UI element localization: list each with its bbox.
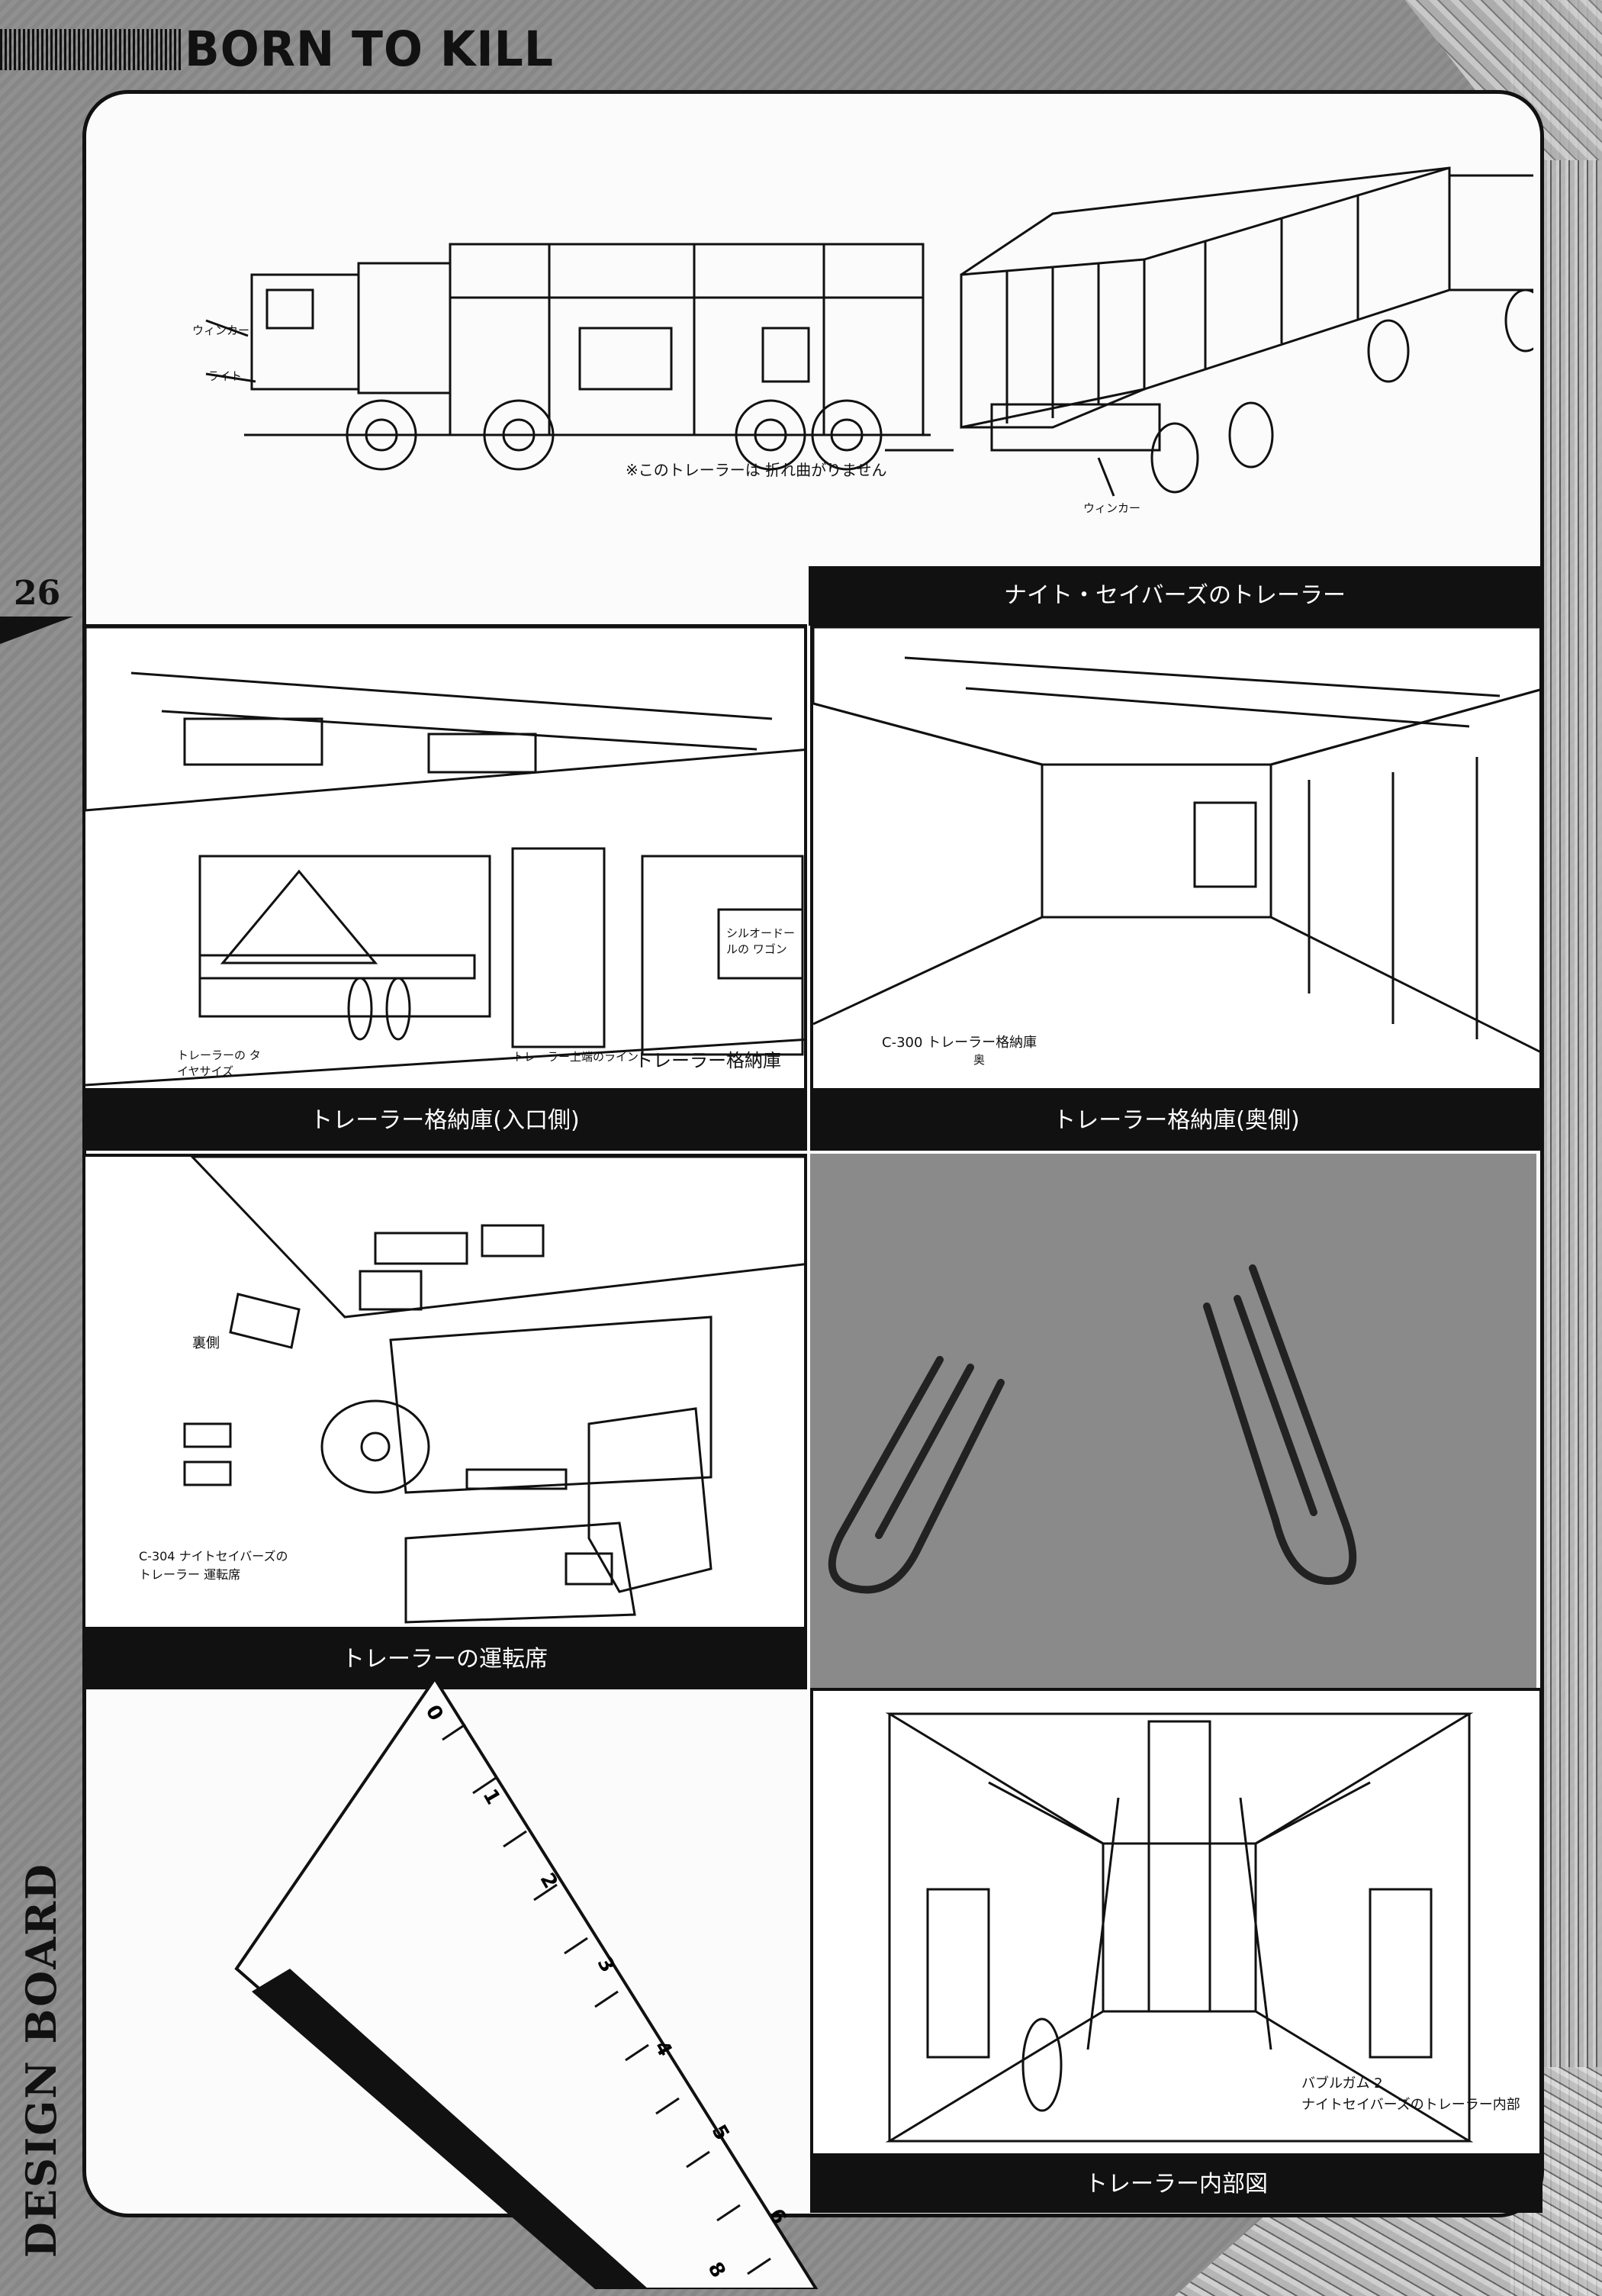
ruler-graphic <box>234 1679 819 2289</box>
hangar-entrance-sketch <box>85 627 804 1087</box>
page-number: 26 <box>14 574 61 613</box>
note-interior-1: バブルガム 2 <box>1301 2075 1383 2092</box>
note-winker-rear: ウィンカー <box>1083 501 1141 515</box>
ruler: 0 1 2 3 4 5 6 8 <box>221 1679 908 2289</box>
trailer-side-sketch <box>205 166 1533 497</box>
caption-trailer-exterior: ナイト・セイバーズのトレーラー <box>809 566 1541 626</box>
paper-clips <box>828 1264 1357 1594</box>
panel-trailer-exterior: ウィンカー ライト ※このトレーラーは 折れ曲がりません ウィンカー <box>92 99 1533 565</box>
panel-hangar-entrance: シルオードールの ワゴン トレーラーの タイヤサイズ トレーラー上端のライン ト… <box>82 624 807 1091</box>
caption-hangar-back: トレーラー格納庫(奥側) <box>810 1091 1542 1151</box>
note-articulation: ※このトレーラーは 折れ曲がりません <box>626 461 887 479</box>
page-tab <box>0 617 73 671</box>
note-hangar: トレーラー格納庫 <box>635 1050 781 1071</box>
note-wagon: シルオードールの ワゴン <box>726 926 796 956</box>
page-title: BORN TO KILL <box>185 21 555 78</box>
note-tire-size: トレーラーの タイヤサイズ <box>177 1048 261 1078</box>
note-hangar-sub: 奥 <box>973 1053 986 1067</box>
panel-driver-seat: 裏側 C-304 ナイトセイバーズの トレーラー 運転席 <box>82 1154 807 1630</box>
gray-area <box>810 1154 1536 1688</box>
note-sticker: 裏側 <box>192 1335 220 1351</box>
note-light: ライト <box>207 369 243 383</box>
note-upper-line: トレーラー上端のライン <box>513 1050 639 1064</box>
caption-hangar-entrance: トレーラー格納庫(入口側) <box>82 1091 807 1151</box>
note-hangar-code: C-300 トレーラー格納庫 <box>882 1035 1037 1051</box>
note-interior-2: ナイトセイバーズのトレーラー内部 <box>1301 2097 1520 2113</box>
note-driver-seat: C-304 ナイトセイバーズの トレーラー 運転席 <box>139 1549 288 1582</box>
note-winker: ウィンカー <box>192 324 250 337</box>
panel-trailer-interior: バブルガム 2 ナイトセイバーズのトレーラー内部 <box>810 1688 1542 2156</box>
driver-seat-sketch <box>183 1157 804 1624</box>
caption-driver-seat: トレーラーの運転席 <box>82 1630 807 1689</box>
header-bar <box>0 29 183 70</box>
side-label: DESIGN BOARD <box>17 1863 66 2258</box>
panel-hangar-back: C-300 トレーラー格納庫 奥 <box>810 624 1542 1091</box>
trailer-interior-sketch <box>885 1712 1474 2143</box>
caption-trailer-interior: トレーラー内部図 <box>810 2156 1542 2213</box>
hangar-back-sketch <box>813 627 1539 1053</box>
